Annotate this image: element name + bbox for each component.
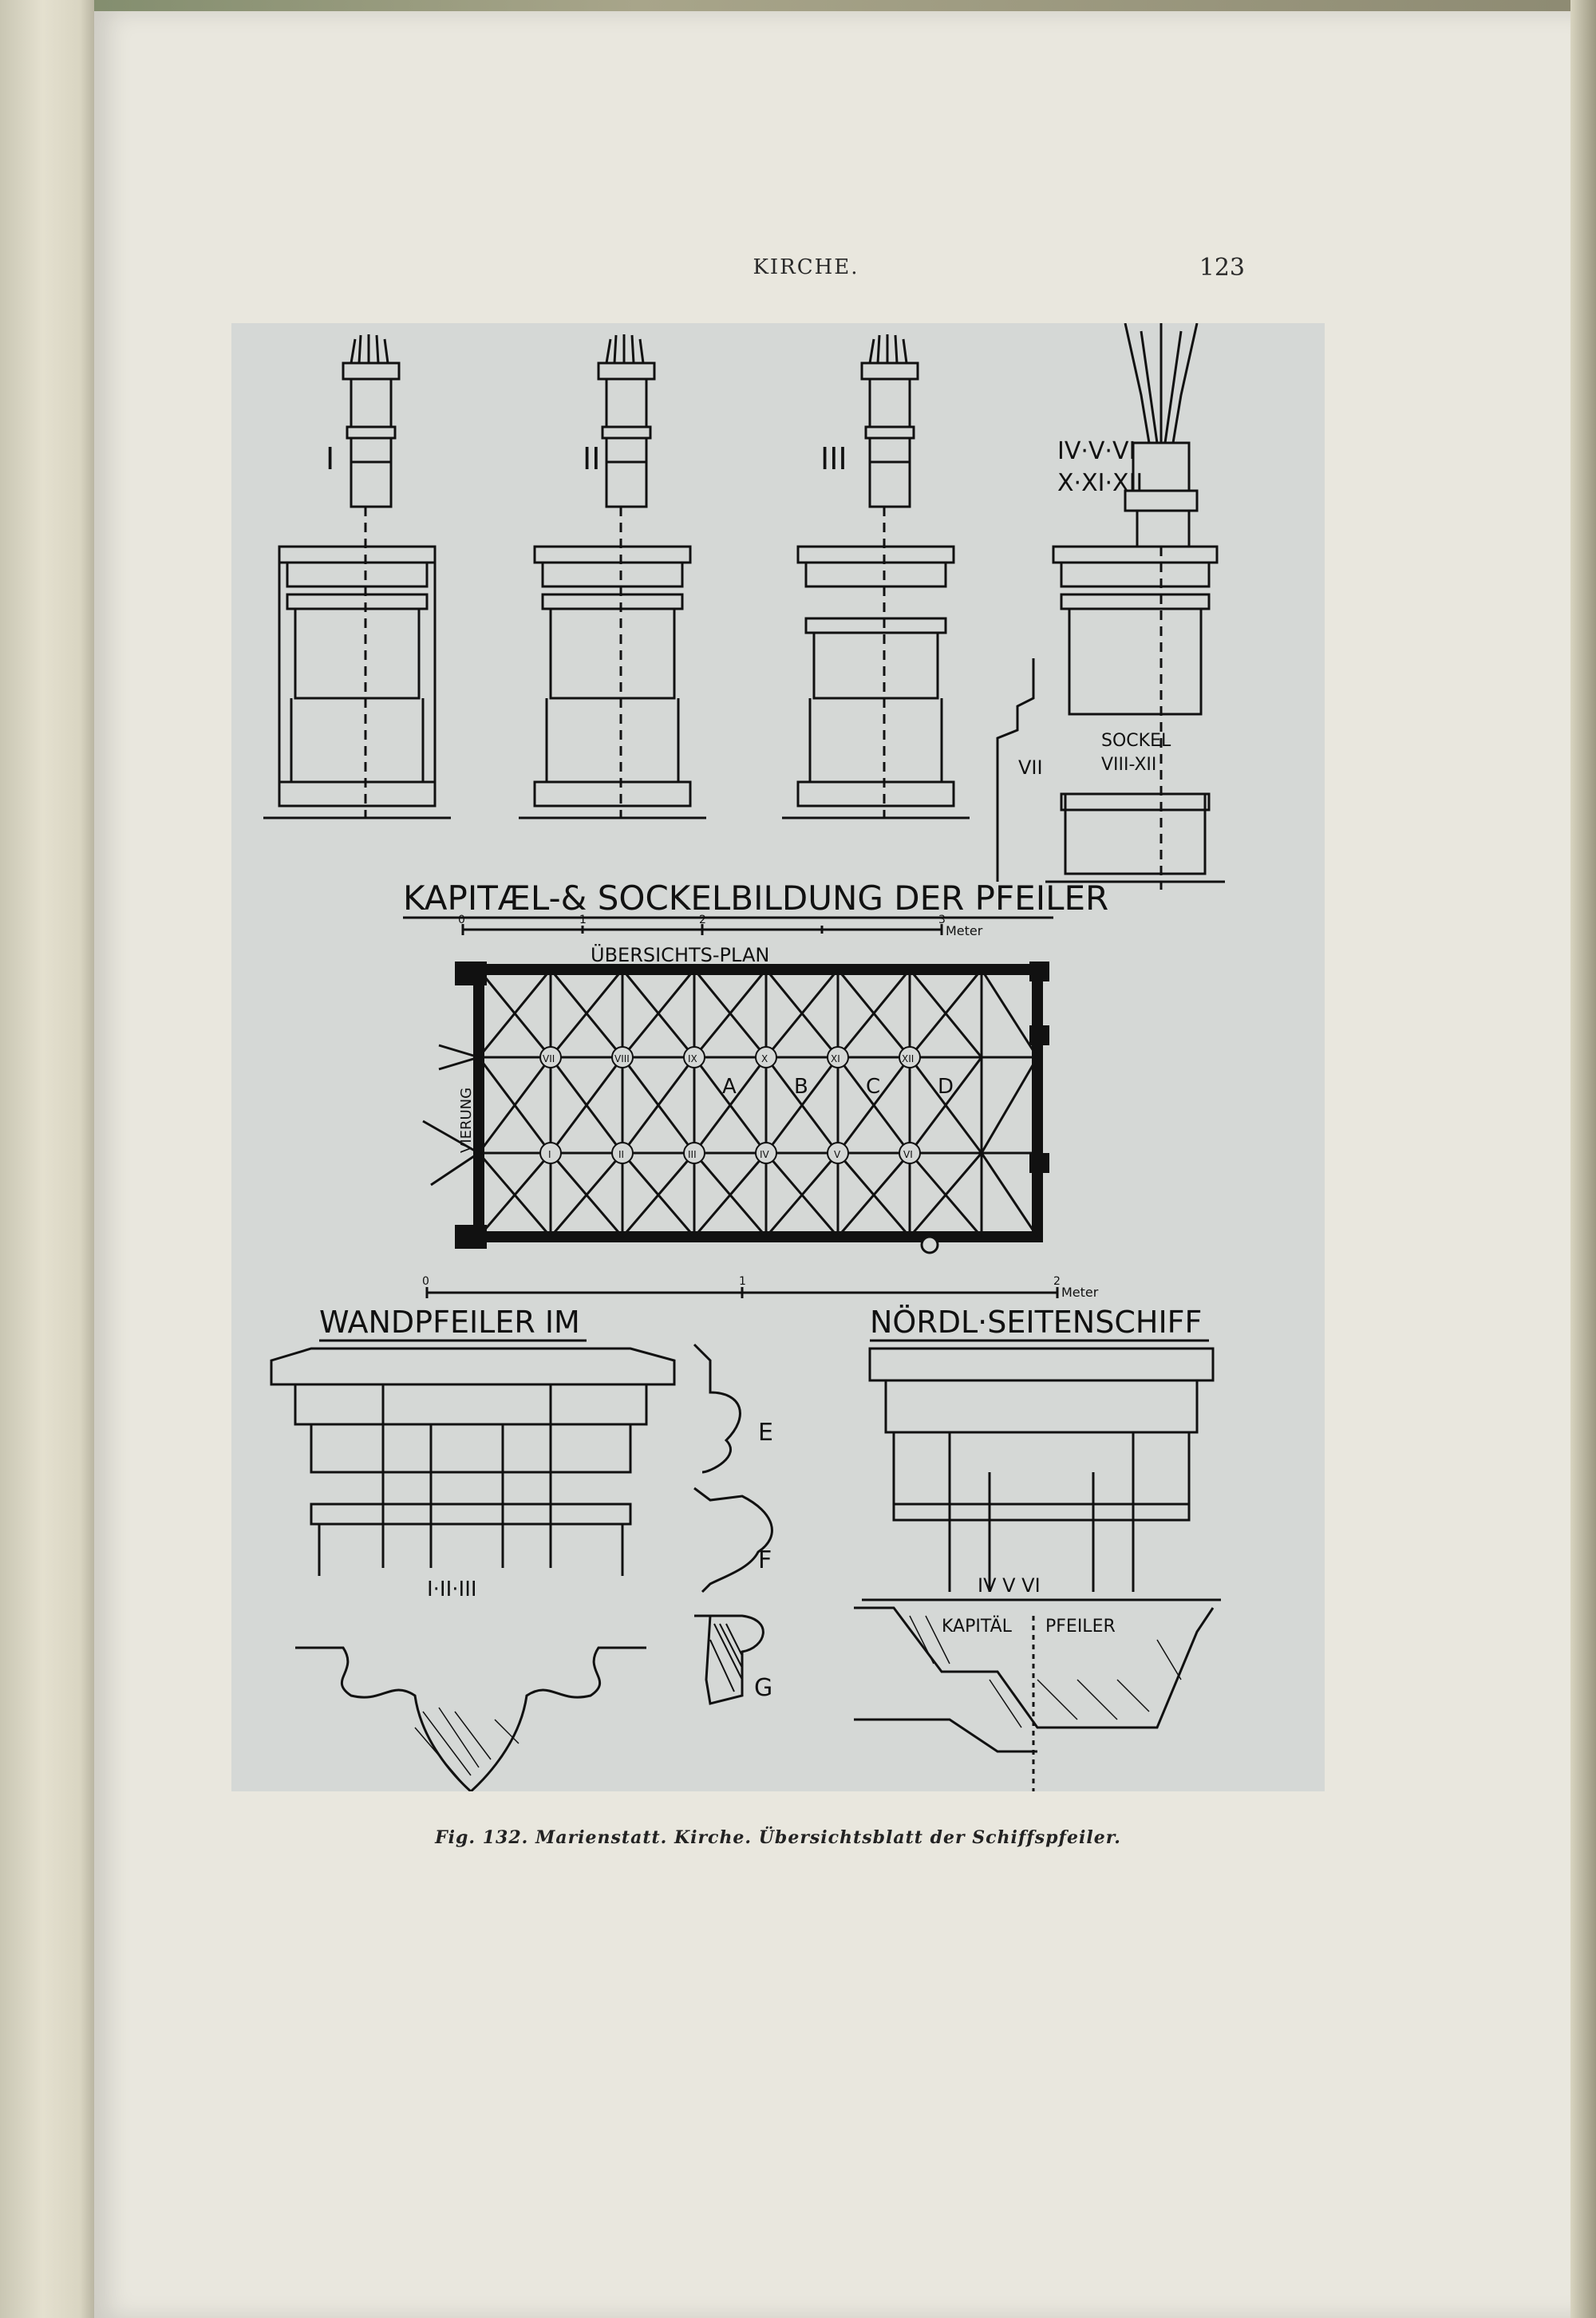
plan-pier-12: XII — [902, 1053, 914, 1064]
scale-top-unit: Meter — [946, 923, 983, 938]
scale-bar-top — [461, 924, 943, 935]
scale-bottom-unit: Meter — [1061, 1285, 1099, 1300]
pier-drawing-3 — [782, 334, 970, 819]
plan-pier-3: III — [688, 1149, 697, 1160]
socket-range-label: VIII-XII — [1101, 755, 1156, 775]
pier-label-1: I — [326, 441, 334, 476]
wall-pier-right-label: IV V VI — [978, 1574, 1041, 1597]
book-edge-right — [1570, 0, 1596, 2318]
wall-pier-right — [854, 1347, 1221, 1791]
pier-drawing-4-6 — [996, 323, 1225, 890]
pier-drawing-2 — [519, 334, 706, 819]
page-number: 123 — [1199, 254, 1245, 282]
plan-pier-7: VII — [543, 1053, 555, 1064]
socket-label: SOCKEL — [1101, 731, 1171, 751]
overview-plan — [422, 962, 1049, 1254]
profile-label-g: G — [754, 1674, 772, 1702]
pier-label-4-6: IV·V·VI — [1057, 437, 1136, 465]
scale-top-2: 2 — [699, 914, 706, 926]
profiles — [693, 1343, 773, 1705]
section-label-pier: PFEILER — [1045, 1617, 1116, 1637]
plan-title: ÜBERSICHTS-PLAN — [591, 943, 769, 966]
scale-bar-bottom — [425, 1287, 1059, 1298]
scale-top-0: 0 — [458, 914, 465, 926]
profile-label-f: F — [758, 1546, 772, 1574]
plan-pier-5: V — [834, 1149, 841, 1160]
running-head: KIRCHE. — [753, 255, 859, 279]
heading-capitals-and-sockets: KAPITÆL-& SOCKELBILDUNG DER PFEILER — [403, 879, 1108, 918]
plan-pier-11: XI — [831, 1053, 840, 1064]
plan-pier-10: X — [761, 1053, 768, 1064]
architectural-drawing: I II III IV·V·VI X·XI·XII VII SOCKEL VII… — [263, 323, 1225, 1791]
section-label-capital: KAPITÄL — [942, 1616, 1013, 1637]
heading-wall-piers-left: WANDPFEILER IM — [319, 1305, 580, 1340]
pier-label-10-12: X·XI·XII — [1057, 469, 1143, 497]
plan-bay-b: B — [794, 1075, 808, 1099]
pier-label-2: II — [583, 441, 600, 476]
plan-bay-c: C — [866, 1075, 880, 1099]
wall-pier-left — [270, 1347, 676, 1791]
wall-pier-left-label: I·II·III — [427, 1578, 477, 1601]
scale-top-1: 1 — [579, 914, 587, 926]
pier-drawing-1 — [263, 334, 451, 819]
plan-bay-d: D — [938, 1075, 954, 1099]
figure-caption: Fig. 132. Marienstatt. Kirche. Übersicht… — [435, 1827, 1121, 1848]
plan-pier-2: II — [618, 1149, 624, 1160]
heading-wall-piers-right: NÖRDL·SEITENSCHIFF — [870, 1305, 1202, 1340]
scale-bottom-0: 0 — [422, 1275, 429, 1288]
figure-plate: I II III IV·V·VI X·XI·XII VII SOCKEL VII… — [231, 323, 1325, 1791]
pier-label-3: III — [820, 441, 847, 476]
book-binding-left — [0, 0, 94, 2318]
plan-pier-6: VI — [903, 1149, 913, 1160]
plan-pier-9: IX — [688, 1053, 697, 1064]
plan-pier-4: IV — [760, 1149, 770, 1160]
plan-side-label: VIERUNG — [458, 1088, 475, 1153]
plan-pier-8: VIII — [614, 1053, 630, 1064]
scale-bottom-2: 2 — [1053, 1275, 1061, 1288]
scale-top-3: 3 — [938, 914, 946, 926]
scale-bottom-1: 1 — [739, 1275, 746, 1288]
pier-label-7: VII — [1018, 756, 1043, 779]
plan-pier-1: I — [548, 1149, 551, 1160]
profile-label-e: E — [758, 1419, 773, 1447]
plan-bay-a: A — [722, 1075, 737, 1099]
